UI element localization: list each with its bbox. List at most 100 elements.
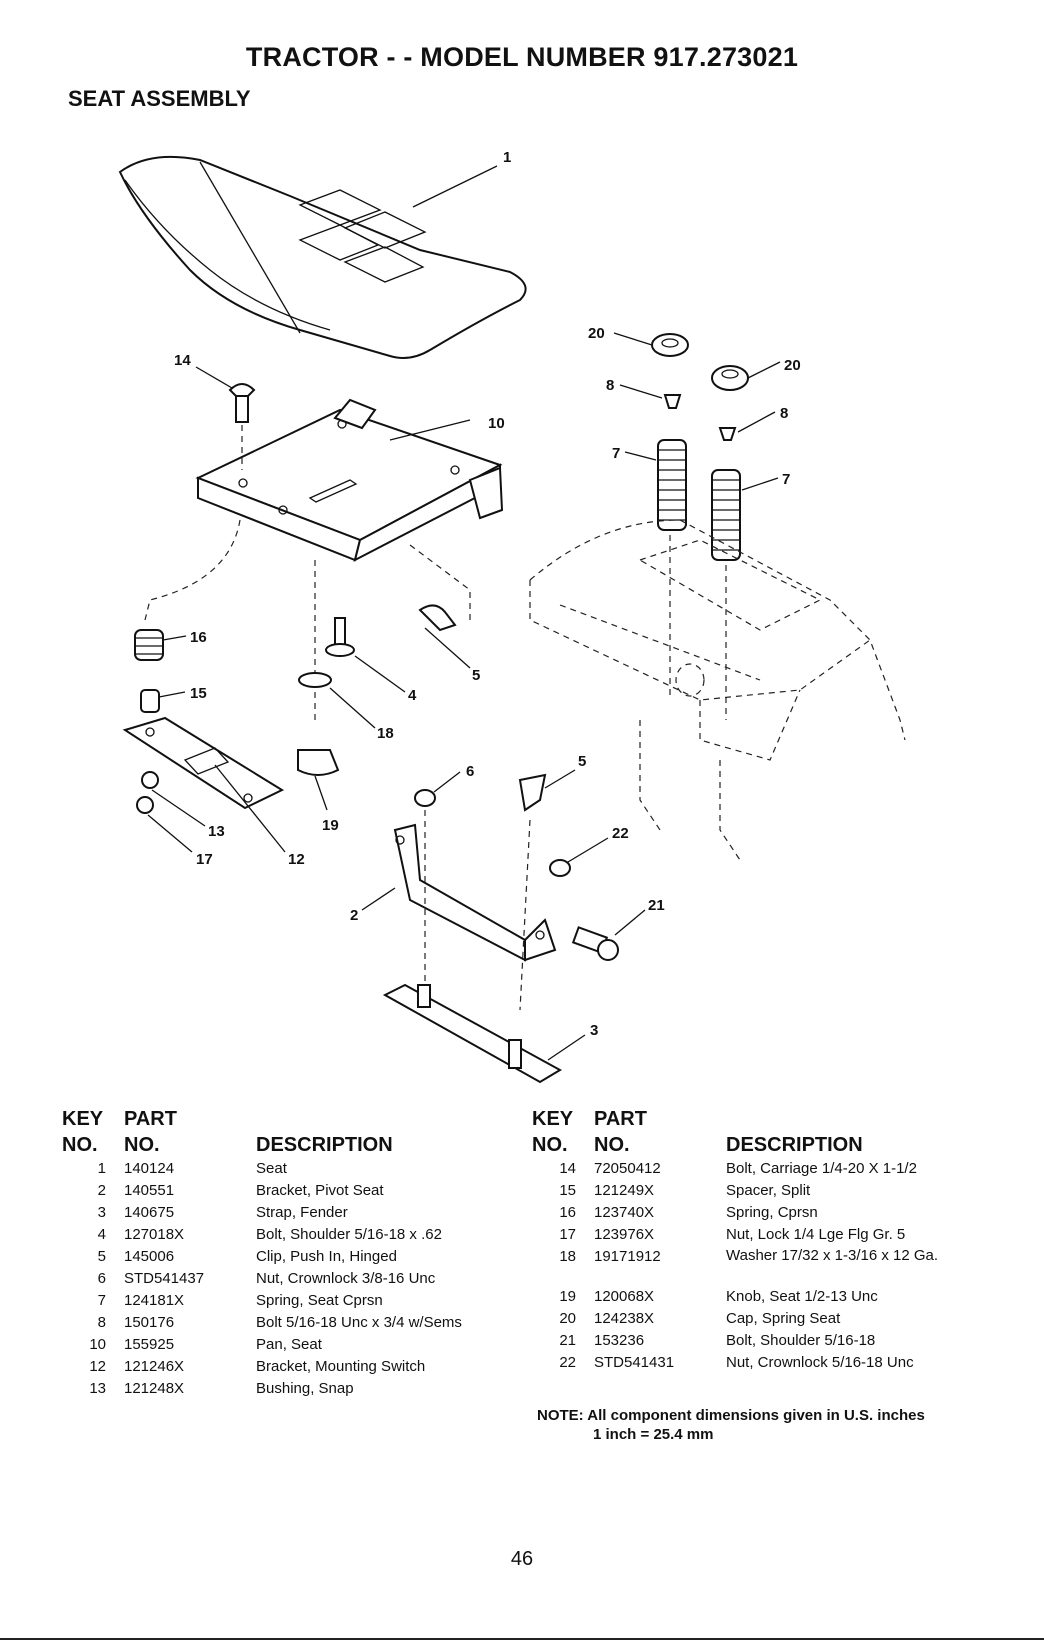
part-no: 121248X [124,1380,185,1397]
part-header: PART [594,1108,647,1130]
part-no: 140551 [124,1182,175,1199]
callout-8a: 8 [606,377,614,394]
part-no: 123976X [594,1226,655,1243]
callout-20a: 20 [588,325,605,342]
part-description: Washer 17/32 x 1-3/16 x 12 Ga. [726,1247,939,1264]
table-row: 13 121248X Bushing, Snap [62,1378,512,1400]
part-no: STD541431 [594,1354,675,1371]
part-description: Strap, Fender [256,1204,348,1221]
nut-6-illustration [414,789,436,807]
key-no: 16 [559,1204,576,1221]
callout-20b: 20 [784,357,801,374]
callout-7b: 7 [782,471,790,488]
part-no: 127018X [124,1226,185,1243]
part-description: Seat [256,1160,287,1177]
part-no: 153236 [594,1332,645,1349]
part-description: Spring, Seat Cprsn [256,1292,383,1309]
callout-16: 16 [190,629,207,646]
part-no: 72050412 [594,1160,661,1177]
part-no: 19171912 [594,1248,661,1265]
seat-illustration [118,155,527,359]
key-no: 3 [97,1204,106,1221]
table-header: KEY NO. PART NO. DESCRIPTION [532,1108,1002,1158]
part-no: 124238X [594,1310,655,1327]
callout-19: 19 [322,817,339,834]
part-description: Bracket, Pivot Seat [256,1182,384,1199]
key-no: 19 [559,1288,576,1305]
part-no: 120068X [594,1288,655,1305]
table-header: KEY NO. PART NO. DESCRIPTION [62,1108,512,1158]
note-line-2: 1 inch = 25.4 mm [593,1426,714,1443]
part-description: Bolt 5/16-18 Unc x 3/4 w/Sems [256,1314,462,1331]
lock-nut-illustration [136,796,154,814]
part-description: Bracket, Mounting Switch [256,1358,426,1375]
part-description: Nut, Crownlock 5/16-18 Unc [726,1354,914,1371]
spacer-illustration [140,689,160,713]
callout-7a: 7 [612,445,620,462]
part-no: 123740X [594,1204,655,1221]
part-no-header: NO. [594,1134,630,1156]
key-no: 4 [97,1226,106,1243]
part-no-header: NO. [124,1134,160,1156]
clip-illustration [418,604,457,632]
part-description: Clip, Push In, Hinged [256,1248,397,1265]
callout-5a: 5 [472,667,480,684]
table-row: 18 19171912 Washer 17/32 x 1-3/16 x 12 Ga. [532,1246,1002,1286]
key-no: 17 [559,1226,576,1243]
part-no: 155925 [124,1336,175,1353]
callout-5b: 5 [578,753,586,770]
key-no: 18 [559,1248,576,1265]
description-header: DESCRIPTION [726,1134,863,1156]
switch-bracket-illustration [122,716,285,810]
pivot-bracket-illustration [393,823,557,962]
page-number: 46 [510,1548,534,1570]
key-no: 12 [89,1358,106,1375]
key-no-header: NO. [62,1134,98,1156]
part-description: Cap, Spring Seat [726,1310,841,1327]
callout-12: 12 [288,851,305,868]
key-no: 10 [89,1336,106,1353]
key-no: 1 [97,1160,106,1177]
callout-6: 6 [466,763,474,780]
key-no: 22 [559,1354,576,1371]
part-description: Bolt, Shoulder 5/16-18 x .62 [256,1226,442,1243]
key-no: 7 [97,1292,106,1309]
fender-strap-illustration [382,983,563,1084]
callout-14: 14 [174,352,191,369]
bushing-illustration [141,771,159,789]
callout-10: 10 [488,415,505,432]
callout-13: 13 [208,823,225,840]
seat-assembly-diagram: 1 20 20 8 8 7 7 14 10 16 15 4 5 18 6 5 1… [118,149,906,1084]
spring-seat-assembly-illustration [651,333,749,561]
key-no: 14 [559,1160,576,1177]
key-no: 5 [97,1248,106,1265]
callout-2: 2 [350,907,358,924]
callout-17: 17 [196,851,213,868]
part-no: 121246X [124,1358,185,1375]
key-no: 13 [89,1380,106,1397]
part-description: Bushing, Snap [256,1380,354,1397]
key-no: 8 [97,1314,106,1331]
bottom-rule [0,1638,1044,1640]
part-description: Nut, Crownlock 3/8-16 Unc [256,1270,436,1287]
callout-4: 4 [408,687,417,704]
part-no: STD541437 [124,1270,205,1287]
callout-8b: 8 [780,405,788,422]
dimension-note: NOTE: All component dimensions given in … [537,1407,925,1443]
part-no: 150176 [124,1314,175,1331]
part-description: Spacer, Split [726,1182,811,1199]
knob-illustration [297,749,340,776]
bolt-21-illustration [571,926,619,961]
part-description: Bolt, Shoulder 5/16-18 [726,1332,876,1349]
shoulder-bolt-illustration [325,617,355,657]
